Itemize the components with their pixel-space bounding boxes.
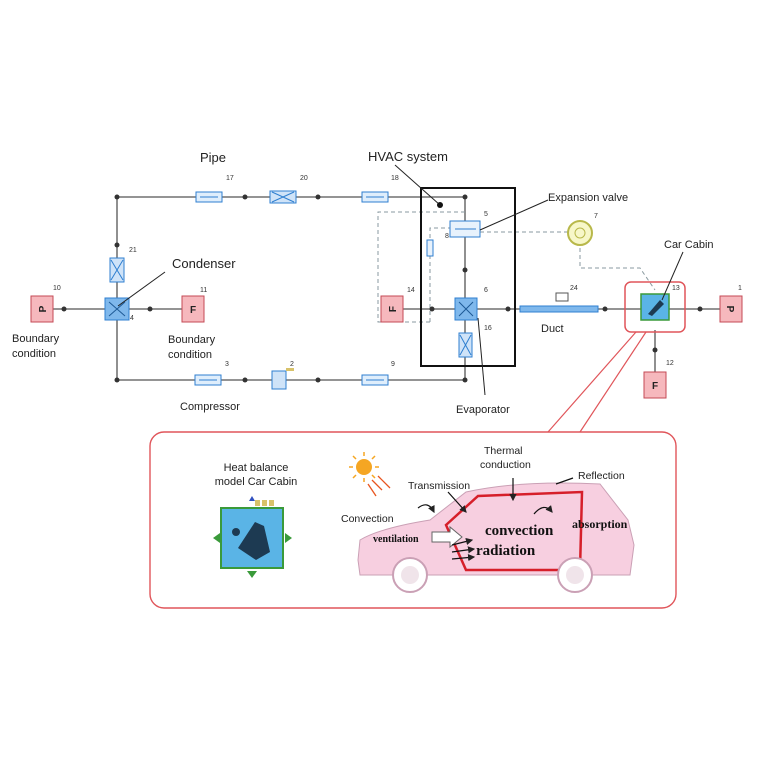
pipe-nodes	[61, 194, 703, 383]
f-letter: F	[388, 306, 399, 312]
boundary-p-10[interactable]: P	[30, 295, 54, 323]
car-cabin-label: Car Cabin	[664, 239, 714, 251]
inset-connectors	[547, 331, 647, 433]
boundary-f-14[interactable]: F	[380, 295, 404, 323]
expansion-valve-label: Expansion valve	[548, 192, 628, 204]
num-12: 12	[666, 360, 674, 367]
car-cabin-13[interactable]	[624, 281, 686, 333]
num-18: 18	[391, 175, 399, 182]
num-5: 5	[484, 211, 488, 218]
transmission-label: Transmission	[408, 480, 470, 492]
hvac-label: HVAC system	[368, 149, 448, 164]
num-16: 16	[484, 325, 492, 332]
hvac-pointer-dot	[437, 202, 443, 208]
thermal-label-1: Thermal	[484, 445, 523, 457]
num-10: 10	[53, 285, 61, 292]
pipe-17[interactable]	[195, 191, 223, 203]
boundary-left-label-1: Boundary	[12, 333, 60, 345]
p-letter: P	[724, 306, 735, 313]
gauge-7[interactable]	[567, 220, 593, 246]
convection-label: convection	[485, 523, 554, 539]
num-6: 6	[484, 287, 488, 294]
hvac-box	[420, 187, 516, 367]
valve-16[interactable]	[458, 332, 473, 358]
boundary-f-11[interactable]: F	[181, 295, 205, 323]
num-7: 7	[594, 213, 598, 220]
car-illustration	[357, 477, 635, 593]
p-letter: P	[38, 305, 49, 312]
component-numbers: 17 20 18 21 10 4 11 3 2 9 5 8 6 16 14 7 …	[53, 175, 742, 368]
sensor-8	[426, 239, 434, 257]
condenser-label: Condenser	[172, 256, 236, 271]
num-8: 8	[445, 233, 449, 240]
compressor-2[interactable]	[271, 368, 294, 390]
sun-icon	[349, 452, 391, 497]
pipe-9[interactable]	[361, 374, 389, 386]
num-11: 11	[200, 287, 207, 294]
evaporator-label: Evaporator	[456, 404, 510, 416]
boundary-mid-label-2: condition	[168, 349, 212, 361]
thermal-label-2: conduction	[480, 459, 531, 471]
heat-balance-line-2: model Car Cabin	[215, 476, 298, 488]
valve-21[interactable]	[109, 257, 125, 283]
heat-balance-caption: Heat balance model Car Cabin	[215, 462, 298, 488]
num-13: 13	[672, 285, 680, 292]
pipe-3[interactable]	[194, 374, 222, 386]
num-3: 3	[225, 361, 229, 368]
boundary-mid-label-1: Boundary	[168, 334, 216, 346]
pipe-network	[53, 196, 722, 381]
inset-labels: Thermal conduction Reflection Transmissi…	[341, 445, 625, 525]
pipe-18[interactable]	[361, 191, 389, 203]
num-21: 21	[129, 247, 137, 254]
duct-label: Duct	[541, 323, 564, 335]
condenser-4[interactable]	[104, 297, 130, 321]
main-labels: Pipe HVAC system Expansion valve Car Cab…	[12, 149, 714, 416]
absorption-label: absorption	[572, 517, 628, 531]
expansion-valve-5[interactable]	[449, 220, 481, 238]
convection-small-label: Convection	[341, 513, 394, 525]
inset-physics-labels: ventilation convection radiation absorpt…	[373, 517, 628, 559]
cabin-model-icon[interactable]	[213, 496, 292, 578]
f-letter: F	[190, 305, 196, 316]
boundary-left-label-2: condition	[12, 348, 56, 360]
num-24: 24	[570, 285, 578, 292]
evaporator-6[interactable]	[454, 297, 478, 321]
compressor-label: Compressor	[180, 401, 240, 413]
heat-balance-line-1: Heat balance	[224, 462, 289, 474]
pipe-label: Pipe	[200, 150, 226, 165]
signal-lines	[377, 211, 656, 323]
num-17: 17	[226, 175, 234, 182]
num-9: 9	[391, 361, 395, 368]
ventilation-label: ventilation	[373, 534, 419, 545]
num-4: 4	[130, 315, 134, 322]
leader-lines	[117, 164, 684, 396]
boundary-f-12[interactable]: F	[643, 371, 667, 399]
num-1: 1	[738, 285, 742, 292]
num-14: 14	[407, 287, 415, 294]
radiation-label: radiation	[476, 543, 536, 559]
num-20: 20	[300, 175, 308, 182]
reflection-label: Reflection	[578, 470, 625, 482]
valve-20[interactable]	[269, 190, 297, 204]
duct-24[interactable]	[519, 292, 599, 313]
boundary-p-1[interactable]: P	[719, 295, 743, 323]
num-2: 2	[290, 361, 294, 368]
f-letter: F	[652, 381, 658, 392]
